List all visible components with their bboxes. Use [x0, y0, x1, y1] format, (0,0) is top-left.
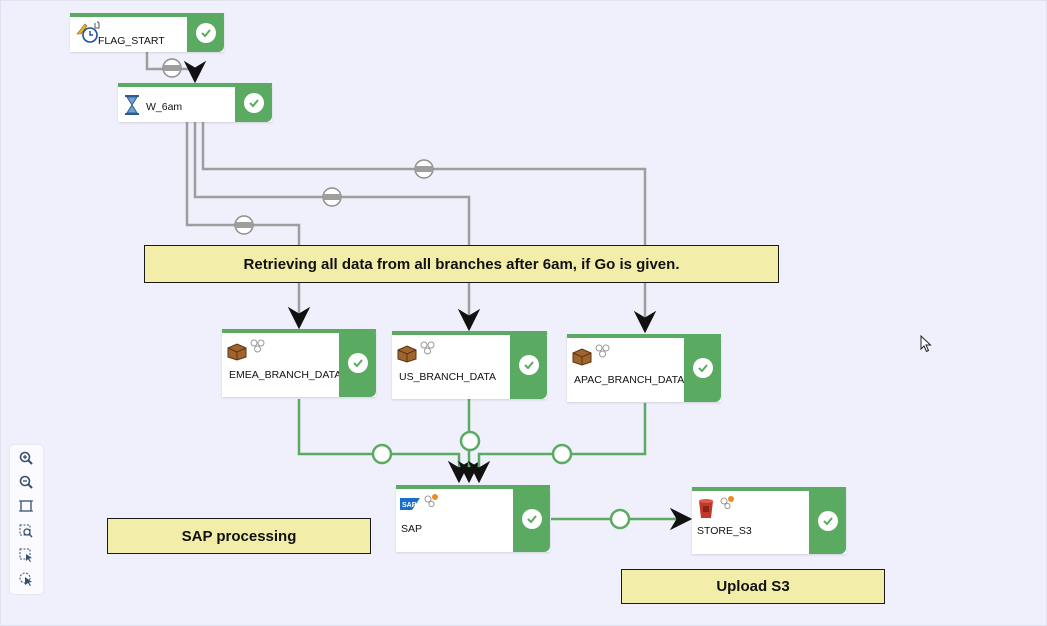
zoom-out-icon[interactable] [18, 474, 34, 490]
box-icon [226, 341, 248, 366]
link-condition-icon[interactable] [322, 187, 342, 207]
link-apac-to-sap[interactable] [467, 403, 647, 484]
link-handle[interactable] [371, 443, 393, 465]
node-label: STORE_S3 [697, 525, 752, 537]
node-label: EMEA_BRANCH_DATA [229, 369, 342, 381]
resources-icon [720, 495, 736, 514]
fit-screen-icon[interactable] [18, 498, 34, 514]
check-icon [195, 22, 216, 43]
mouse-cursor-icon [920, 334, 932, 358]
link-emea-to-sap[interactable] [297, 399, 471, 484]
node-sap[interactable]: SAP SAP [396, 485, 550, 552]
resources-icon [424, 493, 440, 512]
node-label: SAP [401, 523, 423, 535]
zoom-toolbar [10, 445, 43, 594]
status-indicator [339, 329, 376, 397]
hourglass-icon [125, 95, 139, 120]
status-indicator [684, 334, 721, 402]
check-icon [817, 510, 838, 531]
select-pointer-icon[interactable] [18, 571, 34, 587]
node-apac-branch-data[interactable]: APAC_BRANCH_DATA [567, 334, 721, 402]
node-label: US_BRANCH_DATA [399, 371, 497, 383]
link-condition-icon[interactable] [234, 215, 254, 235]
status-indicator [187, 13, 224, 52]
hand-clock-icon [75, 20, 103, 49]
link-handle[interactable] [609, 508, 631, 530]
link-handle[interactable] [459, 430, 481, 452]
zoom-area-icon[interactable] [18, 523, 34, 539]
check-icon [243, 92, 264, 113]
node-us-branch-data[interactable]: US_BRANCH_DATA [392, 331, 547, 399]
status-indicator [513, 485, 550, 552]
node-w-6am[interactable]: W_6am [118, 83, 272, 122]
note-retrieve[interactable]: Retrieving all data from all branches af… [144, 245, 779, 283]
note-text: Upload S3 [716, 578, 790, 595]
sap-logo-icon: SAP [400, 497, 420, 515]
node-label: APAC_BRANCH_DATA [574, 374, 685, 386]
node-label: W_6am [146, 101, 183, 113]
check-icon [692, 358, 713, 378]
node-label: FLAG_START [98, 35, 165, 47]
box-icon [571, 346, 593, 371]
link-handle[interactable] [551, 443, 573, 465]
note-upload-s3[interactable]: Upload S3 [621, 569, 885, 604]
status-indicator [809, 487, 846, 554]
status-indicator [510, 331, 547, 399]
note-sap-processing[interactable]: SAP processing [107, 518, 371, 554]
select-area-icon[interactable] [18, 547, 34, 563]
link-condition-icon[interactable] [162, 58, 182, 78]
box-icon [396, 343, 418, 368]
resources-icon [250, 339, 266, 358]
note-text: Retrieving all data from all branches af… [243, 255, 680, 273]
node-store-s3[interactable]: STORE_S3 [692, 487, 846, 554]
note-text: SAP processing [181, 527, 297, 545]
node-flag-start[interactable]: FLAG_START [70, 13, 224, 52]
resources-icon [595, 344, 611, 363]
check-icon [518, 355, 539, 375]
node-emea-branch-data[interactable]: EMEA_BRANCH_DATA [222, 329, 376, 397]
status-indicator [235, 83, 272, 122]
resources-icon [420, 341, 436, 360]
check-icon [521, 508, 542, 529]
sap-logo-text: SAP [402, 502, 417, 509]
check-icon [347, 353, 368, 373]
s3-bucket-icon [697, 498, 715, 525]
link-condition-icon[interactable] [414, 159, 434, 179]
zoom-in-icon[interactable] [18, 450, 34, 466]
